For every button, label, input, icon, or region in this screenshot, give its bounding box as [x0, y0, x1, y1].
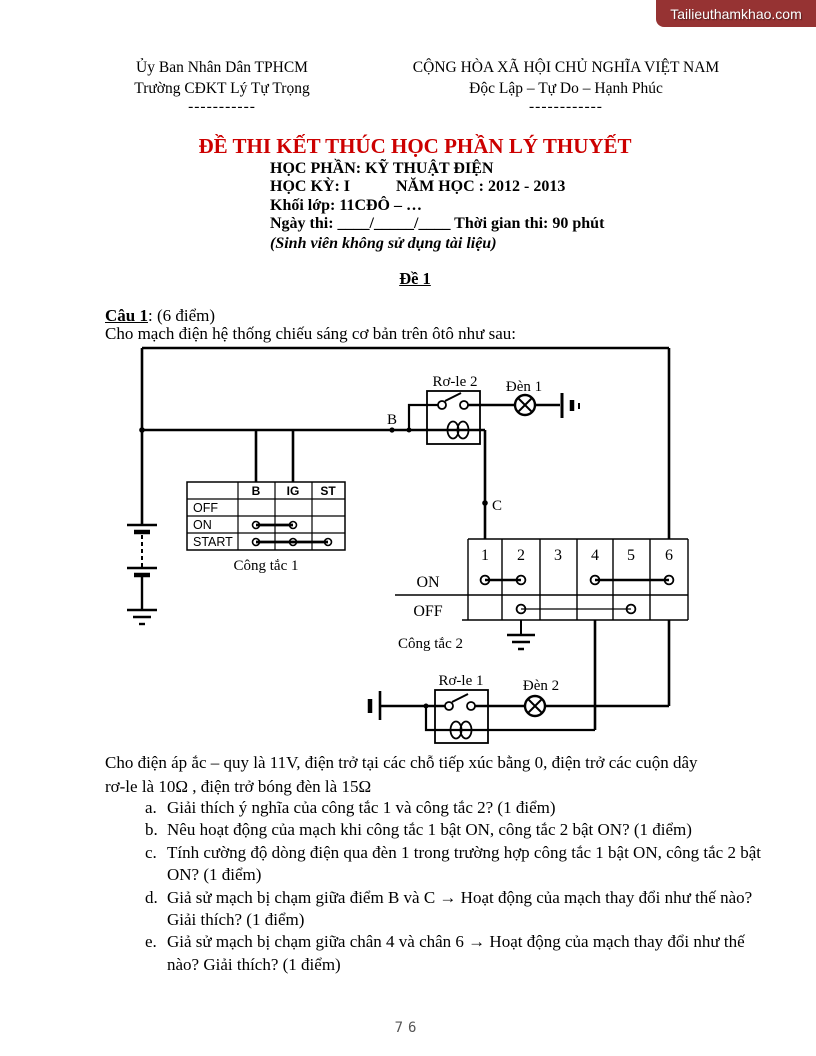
circuit-diagram: B IG ST OFF ON START Công tắc 1 1 2 3 4 …	[127, 346, 689, 744]
list-item: d. Giả sử mạch bị chạm giữa điểm B và C …	[145, 887, 753, 930]
list-item: e. Giả sử mạch bị chạm giữa chân 4 và ch…	[145, 932, 745, 974]
relay1-label: Rơ-le 1	[438, 673, 483, 689]
header-left-dashes: -----------	[188, 98, 256, 115]
subject-line: HỌC PHẦN: KỸ THUẬT ĐIỆN	[270, 160, 494, 177]
question-items: a. Giải thích ý nghĩa của công tắc 1 và …	[145, 797, 761, 976]
semester-line: HỌC KỲ: I NĂM HỌC : 2012 - 2013	[270, 178, 604, 196]
relay2-label: Rơ-le 2	[432, 374, 477, 390]
relay1-blade	[451, 693, 469, 703]
question-points: : (6 điểm)	[147, 306, 216, 325]
semester-label: HỌC KỲ: I	[270, 178, 350, 196]
list-item: c. Tính cường độ dòng điện qua đèn 1 tro…	[145, 842, 761, 885]
header-right-dashes: ------------	[529, 98, 603, 115]
relay1-contact	[466, 701, 476, 711]
relay2-contact	[437, 400, 447, 410]
relay2-blade	[444, 392, 462, 402]
given-line2: rơ-le là 10Ω , điện trở bóng đèn là 15Ω	[105, 776, 372, 796]
ground-icon	[507, 633, 535, 651]
switch2-off-label: OFF	[413, 603, 442, 620]
header-left-line1: Ủy Ban Nhân Dân TPHCM	[136, 59, 308, 76]
question-heading: Câu 1: (6 điểm)	[105, 306, 215, 326]
svg-text:4: 4	[591, 547, 599, 564]
relay1-contact	[444, 701, 454, 711]
relay2-coil	[446, 420, 460, 440]
header-right-line2: Độc Lập – Tự Do – Hạnh Phúc	[469, 80, 663, 97]
given-line1: Cho điện áp ắc – quy là 11V, điện trở tạ…	[105, 753, 698, 772]
watermark-banner: Tailieuthamkhao.com	[656, 0, 816, 27]
svg-text:IG: IG	[287, 484, 300, 498]
given-paragraph: Cho điện áp ắc – quy là 11V, điện trở tạ…	[105, 751, 759, 798]
list-item: a. Giải thích ý nghĩa của công tắc 1 và …	[145, 798, 556, 817]
page-number: 76	[394, 1020, 422, 1036]
point-b-dot	[389, 427, 395, 433]
exam-subtitle: HỌC PHẦN: KỸ THUẬT ĐIỆN HỌC KỲ: I NĂM HỌC…	[270, 160, 604, 253]
svg-text:6: 6	[665, 547, 673, 564]
point-c-label: C	[492, 498, 502, 514]
question-label: Câu 1	[105, 306, 148, 325]
svg-text:1: 1	[481, 547, 489, 564]
lamp1	[513, 393, 580, 418]
header-right-line1: CỘNG HÒA XÃ HỘI CHỦ NGHĨA VIỆT NAM	[412, 59, 720, 76]
exam-title: ĐỀ THI KẾT THÚC HỌC PHẦN LÝ THUYẾT	[198, 134, 632, 158]
relay1-box	[434, 689, 489, 744]
lamp1-label: Đèn 1	[506, 379, 542, 395]
note-line: (Sinh viên không sử dụng tài liệu)	[270, 234, 497, 252]
svg-text:OFF: OFF	[193, 501, 218, 515]
battery	[127, 523, 157, 626]
svg-text:5: 5	[627, 547, 635, 564]
svg-text:START: START	[193, 535, 233, 549]
relay2	[426, 390, 515, 445]
point-c-dot	[482, 500, 488, 506]
svg-text:ST: ST	[320, 484, 336, 498]
svg-text:B: B	[252, 484, 261, 498]
switch2-table: 1 2 3 4 5 6 ON OFF Công tắc 2	[395, 538, 689, 730]
relay2-contact	[459, 400, 469, 410]
svg-text:2: 2	[517, 547, 525, 564]
header-left-line2: Trường CĐKT Lý Tự Trọng	[134, 80, 310, 97]
relay1-circuit	[367, 689, 669, 744]
date-line: Ngày thi: ____/_____/____ Thời gian thi:…	[270, 215, 605, 233]
svg-text:ON: ON	[193, 518, 212, 532]
switch2-on-label: ON	[416, 574, 440, 591]
relay1-coil	[459, 720, 473, 740]
switch1-label: Công tắc 1	[234, 558, 299, 574]
question-intro: Cho mạch điện hệ thống chiếu sáng cơ bản…	[105, 324, 516, 343]
header-right: CỘNG HÒA XÃ HỘI CHỦ NGHĨA VIỆT NAM Độc L…	[404, 57, 728, 115]
header-left: Ủy Ban Nhân Dân TPHCM Trường CĐKT Lý Tự …	[130, 57, 314, 115]
list-item: b. Nêu hoạt động của mạch khi công tắc 1…	[145, 820, 692, 840]
relay1-coil	[449, 720, 463, 740]
point-b-label: B	[387, 412, 397, 428]
svg-text:3: 3	[554, 547, 562, 564]
main-wires	[139, 346, 671, 539]
switch1-table: B IG ST OFF ON START Công tắc 1	[186, 481, 346, 574]
switch2-label: Công tắc 2	[398, 636, 463, 652]
relay2-coil	[456, 420, 470, 440]
lamp2-label: Đèn 2	[523, 678, 559, 694]
schoolyear-label: NĂM HỌC : 2012 - 2013	[396, 178, 566, 196]
exam-code: Đề 1	[399, 269, 431, 288]
class-line: Khối lớp: 11CĐÔ – …	[270, 196, 422, 214]
watermark-text: Tailieuthamkhao.com	[670, 5, 802, 22]
junction-dot	[139, 427, 145, 433]
junction-dot	[406, 427, 412, 433]
